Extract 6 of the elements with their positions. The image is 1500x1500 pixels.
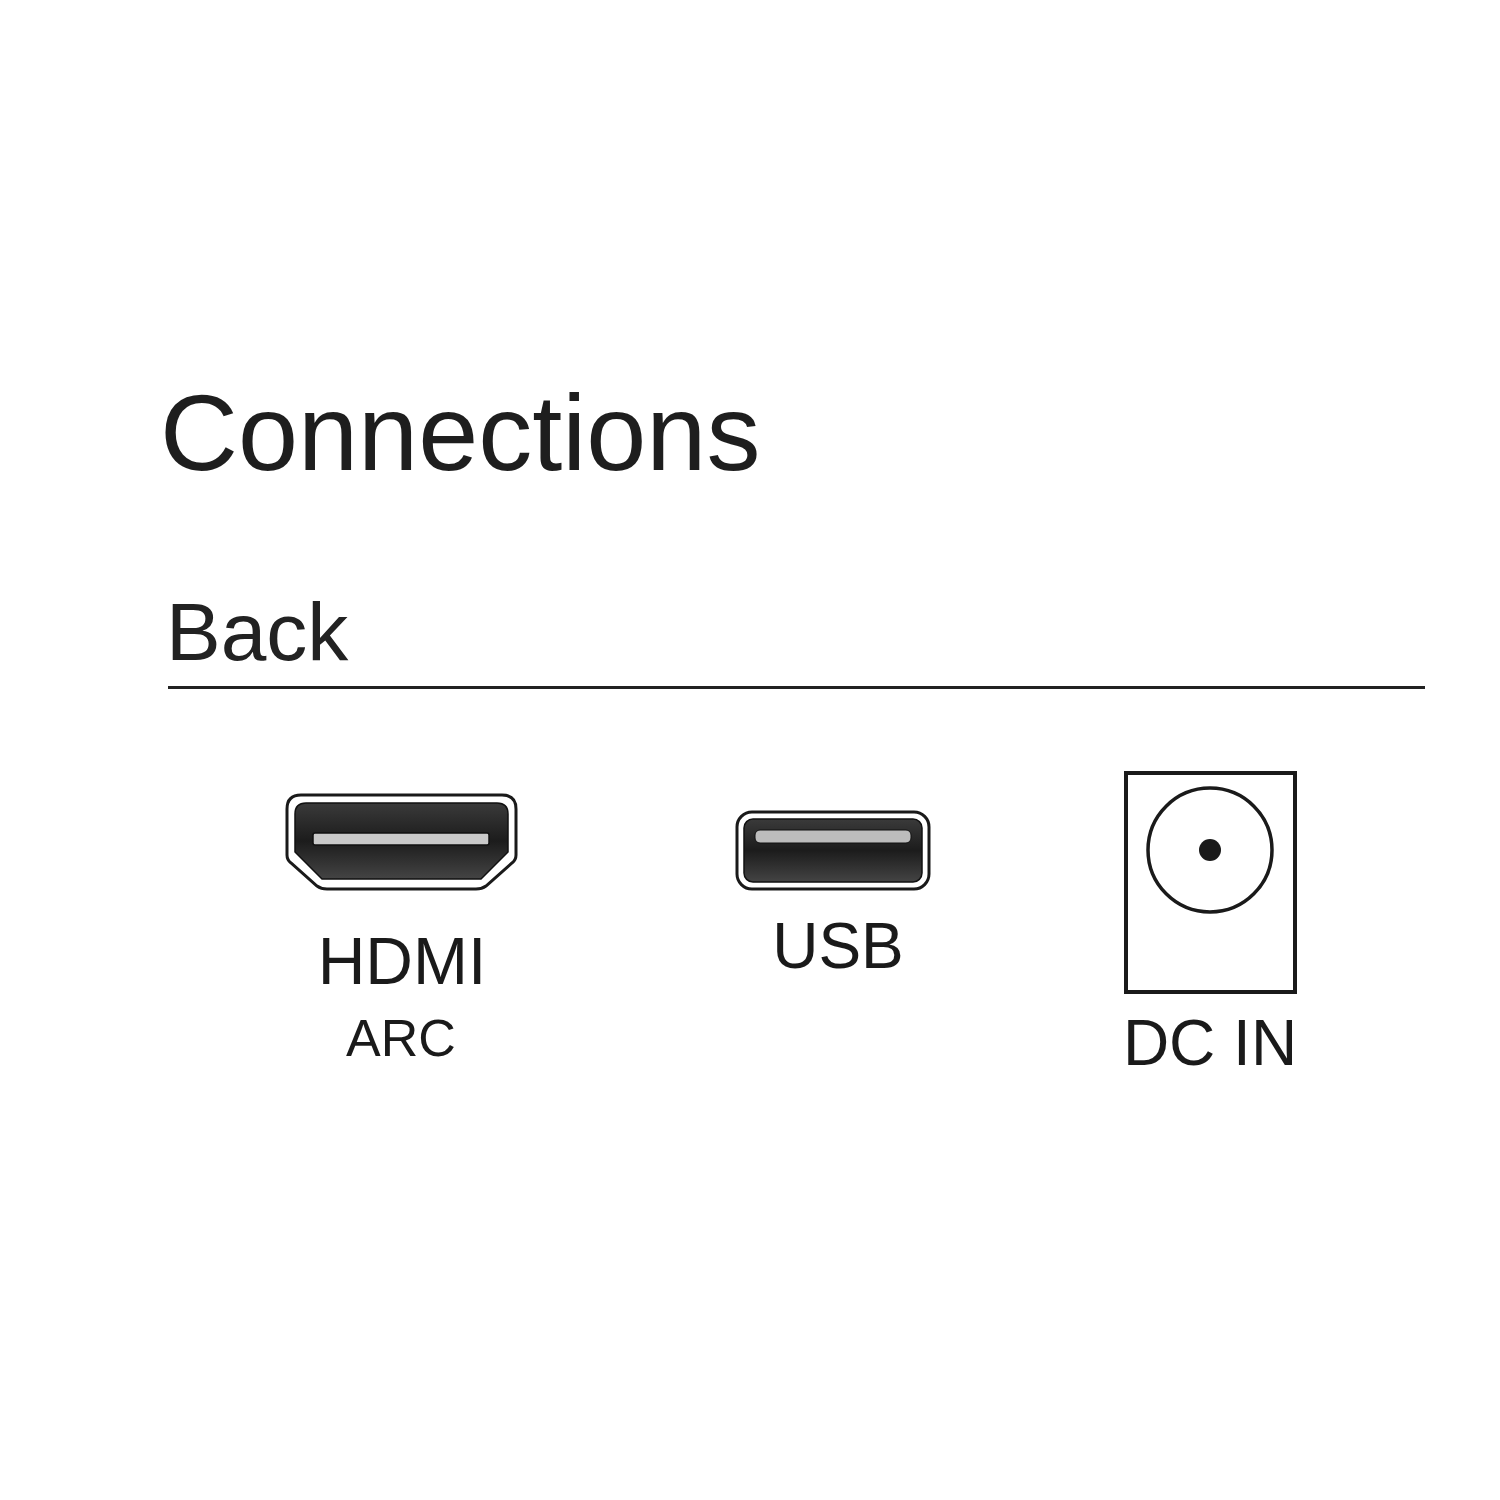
- port-label: DC IN: [1121, 1011, 1299, 1075]
- page-title: Connections: [160, 379, 761, 487]
- port-label: USB: [771, 914, 905, 978]
- port-sublabel: ARC: [345, 1012, 457, 1064]
- port-label: HDMI: [316, 928, 488, 994]
- section-heading: Back: [166, 591, 349, 673]
